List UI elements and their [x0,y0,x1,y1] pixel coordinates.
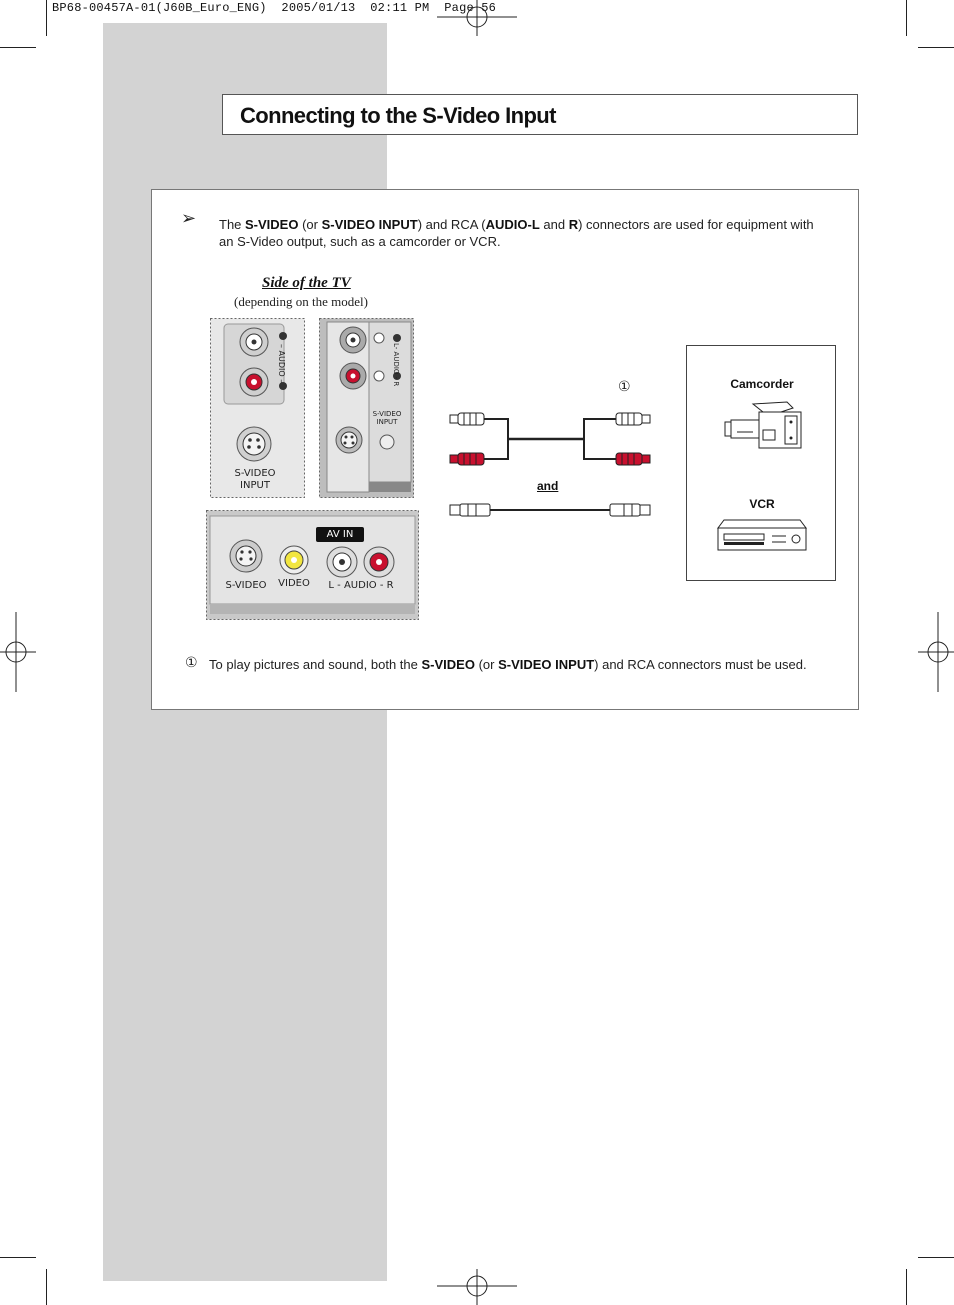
tv-side-panel-1: – AUDIO – S-VIDEO INPUT [210,318,305,498]
side-of-tv-title: Side of the TV [262,275,351,291]
registration-mark-left [0,612,36,692]
devices-box: Camcorder VCR [686,345,836,581]
camcorder-label: Camcorder [730,377,794,391]
footnote-text: To play pictures and sound, both the S-V… [209,657,807,672]
rca-cable-graphic [449,412,651,466]
panel-3-svideo-label: S-VIDEO [225,580,267,591]
footnote-bold: S-VIDEO INPUT [498,657,595,672]
tv-side-panel-2: L- AUDIO - R S-VIDEO INPUT [319,318,414,498]
registration-mark-top [437,0,517,36]
crop-mark [918,47,954,48]
crop-mark [906,1269,907,1305]
print-header: BP68-00457A-01(J60B_Euro_ENG) 2005/01/13… [52,1,497,15]
footnote-bold: S-VIDEO [421,657,475,672]
footnote-part: ) and RCA connectors must be used. [594,657,807,672]
panel-3-audio-label: L - AUDIO - R [328,580,394,591]
intro-part: (or [298,217,322,232]
panel-2-svideo-label-2: INPUT [376,418,398,426]
intro-part: The [219,217,246,232]
crop-mark [0,1257,36,1258]
intro-part: and [539,217,569,232]
panel-1-graphic [210,318,305,498]
panel-3-video-label: VIDEO [278,578,310,589]
panel-2-svideo-label-1: S-VIDEO [372,410,402,418]
registration-mark-bottom [437,1269,517,1305]
crop-mark [0,47,36,48]
crop-mark [918,1257,954,1258]
and-label: and [537,479,559,493]
footnote-marker: ① [185,655,198,671]
svideo-cable-graphic [449,503,651,517]
registration-mark-right [918,612,954,692]
cable-note-marker: ① [618,379,631,395]
intro-bold: S-VIDEO INPUT [321,217,418,232]
panel-3-av-in-label: AV IN [326,529,354,540]
panel-2-audio-label: L- AUDIO - R [392,343,400,387]
footnote-part: (or [474,657,499,672]
title-box: Connecting to the S-Video Input [222,94,858,135]
note-arrow-icon: ➢ [181,208,197,228]
footnote-part: To play pictures and sound, both the [209,657,422,672]
crop-mark [906,0,907,36]
panel-1-audio-label: – AUDIO – [277,344,286,384]
crop-mark [46,1269,47,1305]
tv-side-panel-3: AV IN S-VIDEO VIDEO L - AUDIO - R [206,510,419,620]
vcr-label: VCR [749,497,775,511]
side-of-tv-subtitle: (depending on the model) [234,294,368,309]
intro-part: ) connectors are used for equipment with… [219,217,814,249]
intro-bold: AUDIO-L [485,217,540,232]
intro-bold: S-VIDEO [245,217,299,232]
panel-2-graphic [319,318,414,498]
intro-text: The S-VIDEO (or S-VIDEO INPUT) and RCA (… [219,216,829,250]
intro-bold: R [568,217,579,232]
camcorder-icon [724,401,802,449]
crop-mark [46,0,47,36]
content-box: ➢ The S-VIDEO (or S-VIDEO INPUT) and RCA… [151,189,859,710]
panel-3-graphic [206,510,419,620]
vcr-icon [717,519,807,551]
panel-1-svideo-label-1: S-VIDEO [234,468,276,479]
intro-part: ) and RCA ( [417,217,486,232]
page-title: Connecting to the S-Video Input [240,103,556,128]
panel-1-svideo-label-2: INPUT [240,480,270,491]
